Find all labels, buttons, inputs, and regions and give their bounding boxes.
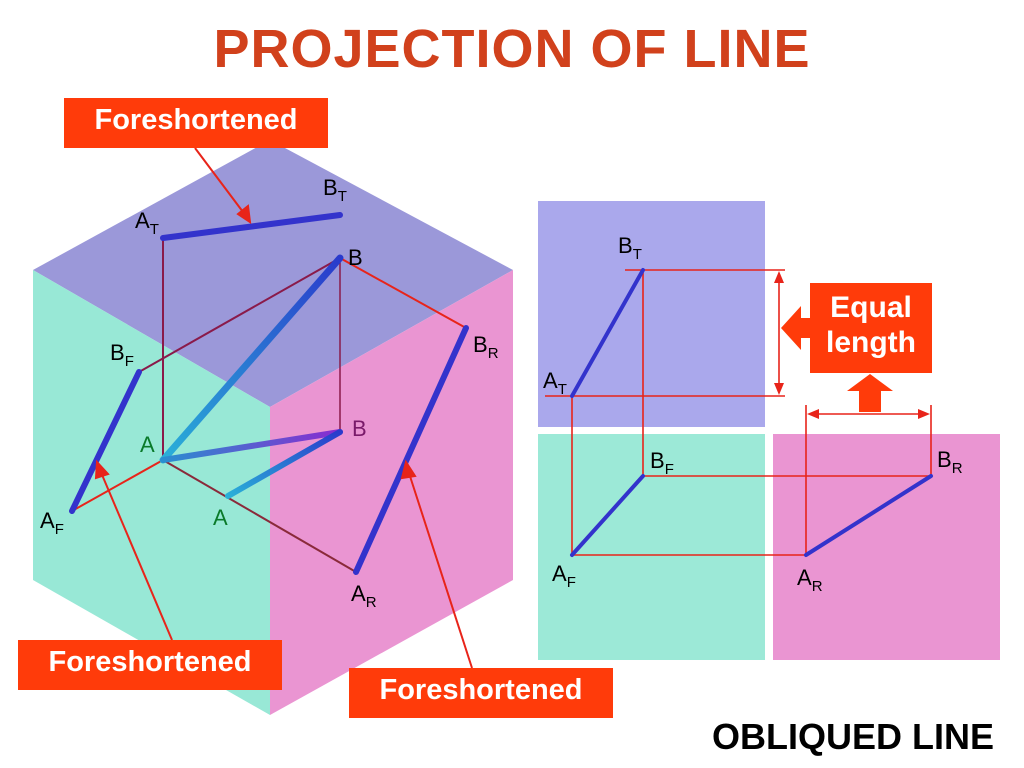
callout-foreshortened-right: Foreshortened <box>349 668 613 718</box>
line-secondary <box>225 429 343 499</box>
label-b-f: B <box>110 340 125 365</box>
callout-equal-length: Equal length <box>810 283 932 373</box>
label-b-t: B <box>323 175 338 200</box>
ortho-planes <box>538 201 1000 660</box>
iso-construction-lines <box>71 238 467 573</box>
ortho-labels: BT AT BF AF BR AR <box>543 233 963 595</box>
equal-length-arrows <box>781 306 893 412</box>
dimension-arrowheads <box>774 271 930 419</box>
svg-text:AR: AR <box>351 581 377 611</box>
front-view-line <box>69 369 142 514</box>
ortho-label-b-t: B <box>618 233 633 258</box>
ortho-front-plane <box>538 434 765 660</box>
ortho-label-a-t: A <box>543 368 558 393</box>
label-b-right-region: B <box>352 416 367 441</box>
page-title: PROJECTION OF LINE <box>213 19 811 79</box>
arrow-up <box>847 374 893 412</box>
svg-text:BT: BT <box>618 233 642 263</box>
ortho-projection-lines <box>570 268 933 557</box>
callout-foreshortened-left: Foreshortened <box>18 640 282 690</box>
ortho-label-b-r: B <box>937 447 952 472</box>
label-a-iso: A <box>140 432 155 457</box>
iso-projection-lines <box>69 212 469 575</box>
top-plane <box>33 140 513 407</box>
svg-text:AF: AF <box>552 561 576 591</box>
label-a-f: A <box>40 508 55 533</box>
svg-text:AR: AR <box>797 565 823 595</box>
iso-labels: AT BT B BF BR A B A AF AR <box>40 175 499 611</box>
svg-text:AT: AT <box>543 368 567 398</box>
label-a-r: A <box>351 581 366 606</box>
ortho-side-view-line <box>804 474 933 557</box>
arrow-left <box>781 306 816 350</box>
equal-line-2: length <box>826 325 916 359</box>
true-line <box>159 254 344 464</box>
front-plane <box>33 270 270 715</box>
svg-text:BR: BR <box>473 332 499 362</box>
ortho-right-plane <box>773 434 1000 660</box>
svg-text:BF: BF <box>110 340 134 370</box>
label-a-t: A <box>135 208 150 233</box>
line-in-right-region <box>160 429 343 463</box>
label-b-iso: B <box>348 245 363 270</box>
callout-foreshortened-top: Foreshortened <box>64 98 328 148</box>
svg-text:BT: BT <box>323 175 347 205</box>
label-a-right-region: A <box>213 505 228 530</box>
label-b-r: B <box>473 332 488 357</box>
ortho-front-view-line <box>570 474 645 557</box>
callout-arrows <box>94 147 473 669</box>
ortho-label-b-f: B <box>650 448 665 473</box>
ortho-top-view-line <box>570 268 645 398</box>
top-view-line <box>160 212 343 241</box>
right-view-line <box>353 325 469 575</box>
svg-text:BF: BF <box>650 448 674 478</box>
equal-line-1: Equal <box>830 291 912 324</box>
ortho-construction-lines <box>545 269 932 556</box>
ortho-label-a-f: A <box>552 561 567 586</box>
ortho-label-a-r: A <box>797 565 812 590</box>
svg-text:AT: AT <box>135 208 159 238</box>
svg-text:BR: BR <box>937 447 963 477</box>
footer-caption: OBLIQUED LINE <box>711 716 994 757</box>
svg-text:AF: AF <box>40 508 64 538</box>
